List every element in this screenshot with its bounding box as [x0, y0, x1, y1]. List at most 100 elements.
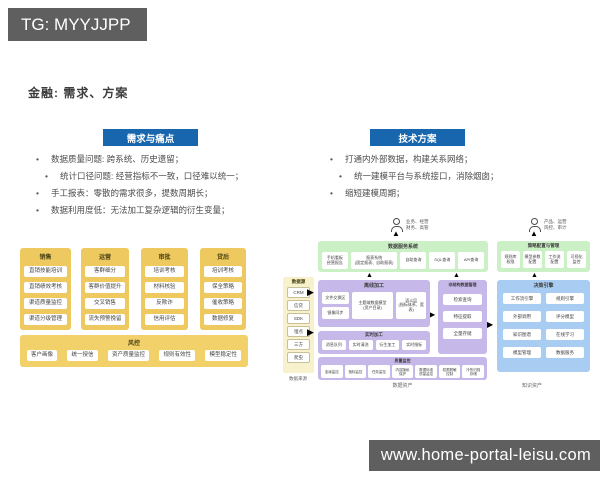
datasource-item: 三方 — [287, 339, 310, 350]
unstructured-item: 全量存储 — [443, 328, 482, 339]
watermark-bottom-text: www.home-portal-leisu.com — [380, 446, 591, 464]
bullet-item: 手工报表：零散的需求很多，提数周期长； — [36, 185, 318, 202]
watermark-top-badge: TG: MYYJJPP — [8, 8, 147, 41]
bullet-item: 数据质量问题: 跨系统、历史遗留； — [36, 151, 318, 168]
business-item: 保全策略 — [204, 282, 242, 293]
data-asset-caption: 数据资产 — [392, 383, 413, 389]
bullet-item: 缩短建模周期； — [330, 185, 588, 202]
bullet-item: 统计口径问题: 经营指标不一致，口径难以统一； — [36, 168, 318, 185]
offline-item: 语义层 (指标体系、宽表) — [396, 292, 427, 319]
decision-engine-block: 决策引擎 工作流引擎 规则引擎 外部调用 评分模型 知识图谱 在线学习 模型管理… — [497, 280, 590, 372]
arrow-up-icon: ▲ — [392, 229, 400, 238]
arrow-right-icon: ▶ — [307, 327, 314, 337]
person-icon — [529, 218, 541, 232]
datasource-item: SDK — [287, 313, 310, 324]
service-item: 自助查询 — [400, 252, 427, 269]
layer-title: 数据服务系统 — [387, 244, 418, 250]
business-column-approval: 审批 培训考核 材料核验 反欺诈 信用评估 — [141, 248, 188, 330]
bullet-item: 打通内外部数据，构建关系网络； — [330, 151, 588, 168]
quality-item: 指标监控 — [344, 365, 367, 378]
business-item: 交叉销售 — [85, 298, 125, 309]
risk-item: 规则有效性 — [159, 350, 195, 361]
users-right-label: 产品、运营 风控、审计 — [544, 219, 567, 230]
knowledge-asset-caption: 知识资产 — [521, 383, 542, 389]
datasource-item: CRM — [287, 287, 310, 298]
decision-item: 规则引擎 — [546, 293, 584, 304]
decision-item: 评分模型 — [546, 311, 584, 322]
datasource-caption: 数据来源 — [289, 376, 307, 381]
page-title: 金融: 需求、方案 — [28, 86, 129, 100]
users-left-label: 业务、经营 财务、高管 — [406, 219, 429, 230]
unstructured-item: 检索查询 — [443, 294, 482, 305]
risk-item: 统一授信 — [67, 350, 98, 361]
business-column-operations: 运营 客群细分 客群价值提升 交叉销售 流失预警挽留 — [81, 248, 129, 330]
arrow-right-icon: ▶ — [487, 320, 494, 329]
watermark-top-text: TG: MYYJJPP — [21, 14, 131, 34]
business-item: 客群细分 — [85, 266, 125, 277]
pain-points-list: 数据质量问题: 跨系统、历史遗留； 统计口径问题: 经营指标不一致，口径难以统一… — [36, 151, 318, 219]
arrow-right-icon: ▶ — [307, 287, 314, 297]
section-header-pain-points: 需求与痛点 — [103, 129, 198, 146]
decision-item: 工作流引擎 — [503, 293, 541, 304]
quality-item: 血缘监控 — [321, 365, 343, 378]
realtime-item: 实时指标 — [402, 340, 426, 350]
business-item: 材料核验 — [145, 282, 184, 293]
business-item: 数据修复 — [204, 314, 242, 325]
band-title: 风控 — [127, 341, 140, 347]
service-item: SQL查询 — [429, 252, 456, 269]
risk-item: 模型稳定性 — [205, 350, 241, 361]
arrow-right-icon: ▶ — [429, 310, 436, 319]
offline-processing-block: 离线加工 文件交换区 镜像同步 主题域数据模型 (资产目录) 语义层 (指标体系… — [318, 280, 430, 327]
block-title: 决策引擎 — [533, 283, 554, 289]
datasource-column: 数据源 CRM 信贷 SDK 埋点 三方 爬虫 — [283, 277, 314, 373]
arrow-up-icon: ▲ — [453, 272, 460, 279]
unstructured-data-block: 非结构数据管理 检索查询 特征提取 全量存储 — [438, 280, 487, 354]
business-item: 直销绩效考核 — [24, 282, 67, 293]
business-item: 流失预警挽留 — [85, 314, 125, 325]
column-title: 数据源 — [291, 279, 306, 284]
column-title: 运营 — [98, 255, 111, 261]
service-item: 报表系统 (固定报表、自助报表) — [350, 252, 398, 269]
arrow-up-icon: ▲ — [366, 272, 373, 279]
business-item: 渠道分级管理 — [24, 314, 67, 325]
bullet-item: 统一建模平台与系统接口，消除烟囱； — [330, 168, 588, 185]
quality-item: 权限脱敏 控制 — [438, 365, 461, 378]
band-title: 质量监控 — [394, 358, 411, 363]
business-column-postloan: 贷后 培训考核 保全策略 催收策略 数据修复 — [200, 248, 246, 330]
layer-title: 策略配置与管理 — [527, 243, 560, 248]
quality-item: 数据标准 质量监控 — [415, 365, 437, 378]
decision-item: 模型管理 — [503, 347, 541, 358]
config-item: 规则库 权限 — [501, 251, 520, 268]
business-item: 直销技能培训 — [24, 266, 67, 277]
offline-item: 镜像同步 — [322, 307, 349, 319]
config-item: 可视化 监控 — [567, 251, 586, 268]
datasource-item: 爬虫 — [287, 352, 310, 363]
offline-item: 文件交换区 — [322, 292, 349, 304]
business-item: 渠道质量监控 — [24, 298, 67, 309]
column-title: 审批 — [158, 255, 171, 261]
decision-item: 知识图谱 — [503, 329, 541, 340]
business-column-sales: 销售 直销技能培训 直销绩效考核 渠道质量监控 渠道分级管理 — [20, 248, 71, 330]
unstructured-item: 特征提取 — [443, 311, 482, 322]
service-item: 手机看板 经营报告 — [322, 252, 348, 269]
datasource-item: 信贷 — [287, 300, 310, 311]
arrow-up-icon: ▲ — [531, 272, 538, 279]
service-item: API查询 — [458, 252, 484, 269]
watermark-bottom-badge: www.home-portal-leisu.com — [368, 440, 600, 471]
realtime-item: 衍生加工 — [375, 340, 400, 350]
business-item: 反欺诈 — [145, 298, 184, 309]
risk-control-band: 风控 客户画像 统一授信 资产质量监控 规则有效性 模型稳定性 — [20, 335, 248, 367]
config-item: 模型参数 配置 — [523, 251, 542, 268]
quality-item: 冷热归档 存储 — [462, 365, 485, 378]
quality-item: 内容隐私 保护 — [391, 365, 414, 378]
arrow-up-icon: ▲ — [530, 229, 538, 238]
offline-item: 主题域数据模型 (资产目录) — [351, 292, 394, 319]
person-icon — [391, 218, 403, 232]
quality-item: 任务监控 — [368, 365, 390, 378]
decision-item: 数据服务 — [546, 347, 584, 358]
risk-item: 客户画像 — [27, 350, 58, 361]
business-item: 培训考核 — [204, 266, 242, 277]
quality-monitoring-band: 质量监控 血缘监控 指标监控 任务监控 内容隐私 保护 数据标准 质量监控 权限… — [318, 357, 487, 380]
realtime-item: 消息队列 — [322, 340, 346, 350]
column-title: 销售 — [39, 255, 52, 261]
